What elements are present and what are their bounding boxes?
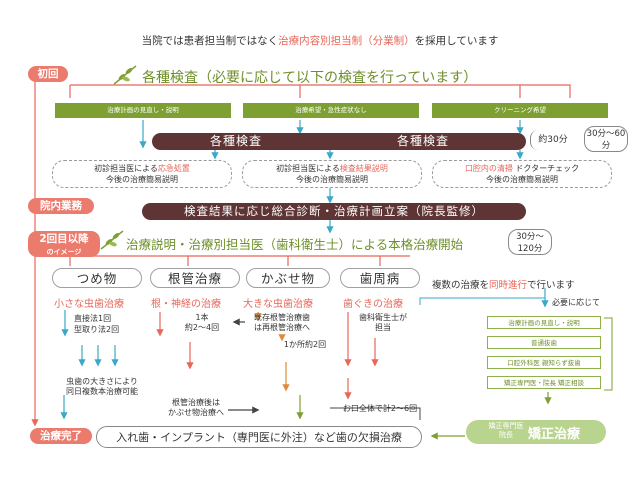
note-perio-1: 歯科衛生士が (359, 313, 407, 322)
green-bar-plan-review: 治療計画の見直し・説明 (55, 103, 231, 118)
option-wisdom-tooth: 口腔外科医 親知らず抜歯 (487, 356, 601, 369)
exam-bar: 各種検査 各種検査 (152, 133, 526, 150)
category-root-canal: 根管治療 (150, 268, 240, 288)
note-filling-bottom-2: 同日複数本治療可能 (66, 387, 138, 396)
exam-bar-label-2: 各種検査 (397, 134, 450, 148)
stage-second-sub: のイメージ (46, 248, 82, 256)
stage-first: 初回 (28, 66, 68, 82)
sub-periodontal: 歯ぐきの治療 (343, 299, 403, 310)
final-treatment: 入れ歯・インプラント（専門医に外注）など歯の欠損治療 (96, 426, 422, 448)
note-root-1: 1本 (195, 313, 209, 322)
green-bar-cleaning: クリーニング希望 (432, 103, 608, 118)
option-extraction: 普通抜歯 (487, 336, 601, 349)
parallel-pre: 複数の治療を (432, 280, 490, 291)
first-box-2-hl: 検査結果説明 (339, 164, 388, 173)
header-pre: 当院では患者担当制ではなく (141, 35, 279, 47)
ortho-treatment: 矯正専門医 院長 矯正治療 (466, 420, 606, 444)
stage-office: 院内業務 (28, 198, 94, 214)
first-box-cleaning: 口腔内の清掃 ドクターチェック今後の治療簡易説明 (432, 160, 612, 188)
note-filling-2: 型取り法2回 (74, 325, 120, 334)
note-filling-bottom-1: 虫歯の大きさにより (66, 377, 138, 386)
option-ortho-consult: 矯正専門医・院長 矯正相談 (487, 376, 601, 389)
green-bar-treatment-wish: 治療希望・急性症状なし (243, 103, 419, 118)
header-post: を採用しています (414, 35, 499, 47)
category-periodontal: 歯周病 (340, 268, 420, 288)
sub-crown: 大きな虫歯治療 (243, 299, 313, 310)
parallel-text: 複数の治療を同時進行で行います (432, 277, 575, 291)
first-box-3-hl: 口腔内の清掃 (464, 164, 513, 173)
note-crown-1: 既存根管治療歯 (254, 313, 310, 322)
note-root-bottom-2: かぶせ物治療へ (168, 408, 224, 417)
note-root-2: 約2～4回 (184, 323, 220, 332)
note-crown-2: 1か所約2回 (283, 340, 327, 349)
note-crown: 既存根管治療歯 は再根管治療へ (244, 313, 320, 333)
option-plan-review: 治療計画の見直し・説明 (487, 316, 601, 329)
category-filling: つめ物 (52, 268, 142, 288)
diagnosis-bar: 検査結果に応じ総合診断・治療計画立案（院長監修） (142, 203, 526, 220)
category-crown: かぶせ物 (246, 268, 330, 288)
note-filling-1: 直接法1回 (74, 314, 112, 323)
header-highlight: 治療内容別担当制（分業制） (278, 35, 415, 47)
parallel-post: で行います (527, 280, 575, 291)
first-box-1-pre: 初診担当医による (94, 164, 158, 173)
time-30-60: 30分～60分 (584, 126, 628, 152)
sub-filling: 小さな虫歯治療 (54, 299, 124, 310)
parallel-hl: 同時進行 (489, 280, 528, 291)
second-title: 治療説明・治療別担当医（歯科衛生士）による本格治療開始 (126, 237, 464, 252)
first-box-2-pre: 初診担当医による (276, 164, 340, 173)
exam-title: 各種検査（必要に応じて以下の検査を行っています） (142, 70, 478, 86)
ortho-label-1: 矯正専門医 (488, 422, 524, 430)
note-crown-2: は再根管治療へ (254, 323, 310, 332)
note-root-bottom: 根管治療後は かぶせ物治療へ (158, 398, 234, 418)
leaf-icon (100, 230, 124, 250)
header-text: 当院では患者担当制ではなく治療内容別担当制（分業制）を採用しています (0, 33, 640, 48)
ortho-label-2: 院長 (499, 431, 513, 439)
first-box-2-line2: 今後の治療簡易説明 (296, 175, 368, 184)
time-30: 約30分 (530, 130, 575, 150)
ortho-label: 矯正専門医 院長 (484, 422, 528, 440)
exam-bar-label-1: 各種検査 (210, 134, 263, 148)
first-box-3-post: ドクターチェック (512, 164, 580, 173)
stage-second-label: 2回目以降 (39, 233, 89, 245)
note-root-bottom-1: 根管治療後は (172, 398, 220, 407)
leaf-icon (113, 65, 137, 85)
note-perio: 歯科衛生士が 担当 (350, 313, 416, 333)
note-perio-bottom: お口全体で計2～6回 (342, 404, 418, 413)
note-filling-bottom: 虫歯の大きさにより 同日複数本治療可能 (48, 377, 156, 397)
as-needed: 必要に応じて (552, 298, 600, 307)
sub-root-canal: 根・神経の治療 (151, 299, 221, 310)
first-box-emergency: 初診担当医による応急処置今後の治療簡易説明 (52, 160, 232, 188)
first-box-1-line2: 今後の治療簡易説明 (106, 175, 178, 184)
note-perio-2: 担当 (375, 323, 391, 332)
note-filling: 直接法1回 型取り法2回 (74, 313, 119, 335)
stage-second: 2回目以降のイメージ (28, 231, 100, 257)
first-box-1-hl: 応急処置 (157, 164, 190, 173)
note-root: 1本 約2～4回 (178, 313, 226, 333)
stage-done: 治療完了 (30, 428, 92, 444)
time-30-120: 30分～120分 (508, 229, 552, 255)
first-box-3-line2: 今後の治療簡易説明 (486, 175, 558, 184)
first-box-results: 初診担当医による検査結果説明今後の治療簡易説明 (242, 160, 422, 188)
ortho-title: 矯正治療 (528, 427, 581, 442)
